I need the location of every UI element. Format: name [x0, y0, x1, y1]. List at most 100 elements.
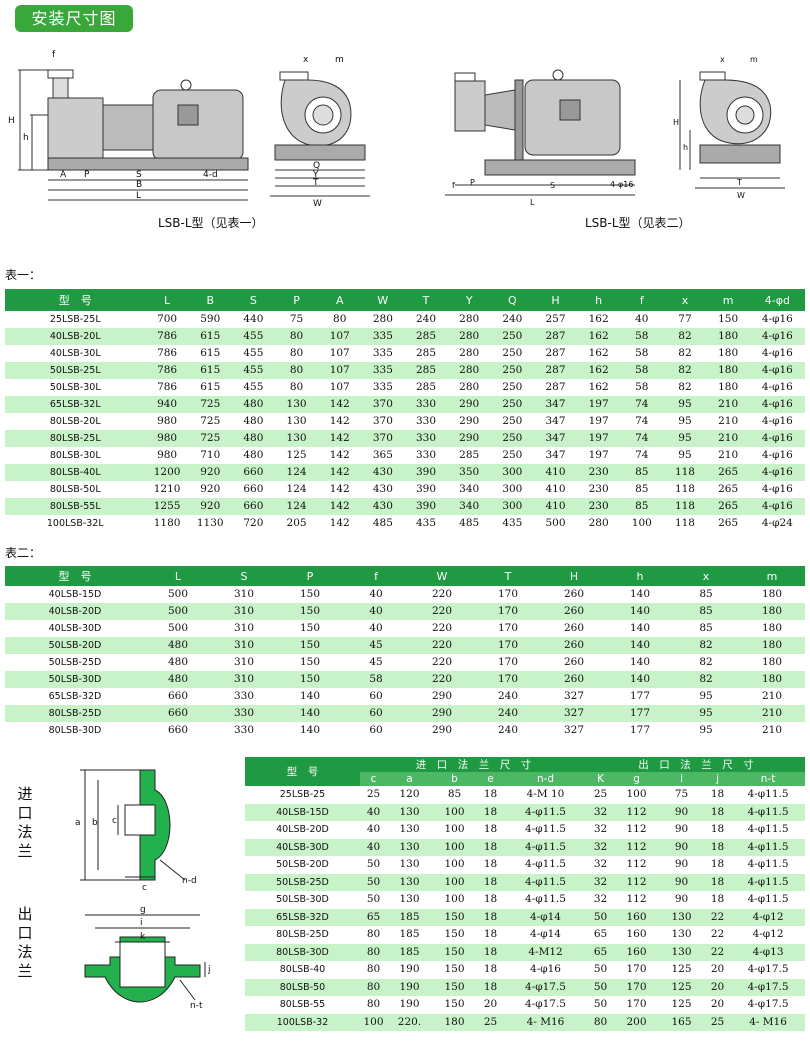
value-cell: 480	[231, 430, 275, 447]
value-cell: 130	[274, 430, 319, 447]
value-cell: 142	[329, 415, 350, 427]
value-cell: 285	[416, 347, 437, 359]
value-cell: 335	[361, 328, 405, 345]
value-cell: 330	[416, 415, 437, 427]
value-cell: 45	[343, 637, 409, 654]
value-cell: 210	[761, 690, 783, 702]
value-cell: 85	[635, 483, 649, 495]
value-cell: 4-φ16	[761, 483, 793, 495]
value-cell: 77	[678, 313, 692, 325]
value-cell: 180	[706, 328, 750, 345]
dim-label: i	[140, 918, 143, 928]
column-header: x	[663, 289, 707, 311]
model-cell: 50LSB-25D	[48, 657, 102, 668]
value-cell: 165	[659, 1013, 705, 1031]
outlet-flange-label: 出口法兰	[17, 905, 33, 980]
right-side-view-drawing: x m H h T W	[665, 50, 795, 200]
value-cell: 22	[704, 943, 732, 961]
value-cell: 142	[318, 430, 362, 447]
value-cell: 118	[663, 498, 707, 515]
value-cell: 4-φ11.5	[525, 858, 566, 870]
value-cell: 185	[387, 908, 432, 926]
value-cell: 180	[761, 622, 783, 634]
value-cell: 20	[483, 998, 498, 1010]
value-cell: 300	[490, 464, 534, 481]
model-cell: 80LSB-55L	[5, 498, 146, 515]
value-cell: 162	[577, 362, 621, 379]
value-cell: 485	[459, 517, 480, 529]
value-cell: 82	[673, 637, 739, 654]
value-cell: 786	[157, 347, 178, 359]
model-cell: 50LSB-30L	[49, 382, 101, 393]
value-cell: 20	[710, 998, 725, 1010]
value-cell: 180	[432, 1013, 477, 1031]
value-cell: 500	[145, 603, 211, 620]
value-cell: 95	[663, 396, 707, 413]
value-cell: 45	[369, 656, 383, 668]
model-cell: 65LSB-32D	[245, 908, 360, 926]
value-cell: 82	[663, 328, 707, 345]
value-cell: 124	[274, 464, 319, 481]
value-cell: 25	[593, 788, 608, 800]
column-header: m	[739, 566, 805, 586]
right-drawing-caption: LSB-L型（见表二）	[585, 216, 691, 230]
value-cell: 290	[431, 690, 453, 702]
model-cell: 80LSB-40	[279, 964, 326, 975]
value-cell: 4-φ16	[749, 430, 805, 447]
value-cell: 125	[659, 978, 705, 996]
model-cell: 40LSB-15D	[245, 803, 360, 821]
value-cell: 197	[577, 396, 621, 413]
value-cell: 786	[145, 328, 189, 345]
value-cell: 615	[188, 328, 232, 345]
value-cell: 920	[188, 464, 232, 481]
value-cell: 130	[387, 873, 432, 891]
value-cell: 240	[497, 690, 519, 702]
model-cell: 40LSB-20D	[276, 824, 329, 835]
value-cell: 4-φ11.5	[525, 893, 566, 905]
value-cell: 4-φ14	[504, 908, 588, 926]
value-cell: 32	[593, 893, 608, 905]
value-cell: 4- M16	[731, 1013, 806, 1031]
value-cell: 150	[432, 943, 477, 961]
value-cell: 18	[483, 823, 498, 835]
value-cell: 58	[343, 671, 409, 688]
value-cell: 18	[704, 838, 732, 856]
column-header: A	[318, 289, 362, 311]
value-cell: 335	[372, 381, 393, 393]
value-cell: 220	[409, 671, 475, 688]
value-cell: 1210	[153, 483, 181, 495]
value-cell: 112	[614, 838, 660, 856]
model-cell: 40LSB-15D	[48, 589, 102, 600]
value-cell: 980	[145, 430, 189, 447]
value-cell: 32	[593, 858, 608, 870]
value-cell: 40	[360, 838, 387, 856]
model-cell: 100LSB-32L	[46, 518, 104, 529]
dim-label: L	[136, 191, 141, 201]
value-cell: 220	[409, 637, 475, 654]
column-header: S	[211, 566, 277, 586]
value-cell: 162	[588, 313, 609, 325]
value-cell: 112	[626, 858, 647, 870]
value-cell: 340	[459, 483, 480, 495]
value-cell: 118	[674, 517, 695, 529]
value-cell: 4- M16	[504, 1013, 588, 1031]
value-cell: 330	[404, 396, 448, 413]
inlet-flange-drawing: a b c c n-d	[70, 765, 220, 895]
dim-label: a	[75, 818, 81, 828]
value-cell: 290	[447, 396, 491, 413]
value-cell: 210	[718, 415, 739, 427]
model-cell: 80LSB-50L	[49, 484, 101, 495]
model-cell: 80LSB-50	[245, 978, 360, 996]
column-header: h	[577, 289, 621, 311]
dim-label: h	[683, 143, 688, 152]
